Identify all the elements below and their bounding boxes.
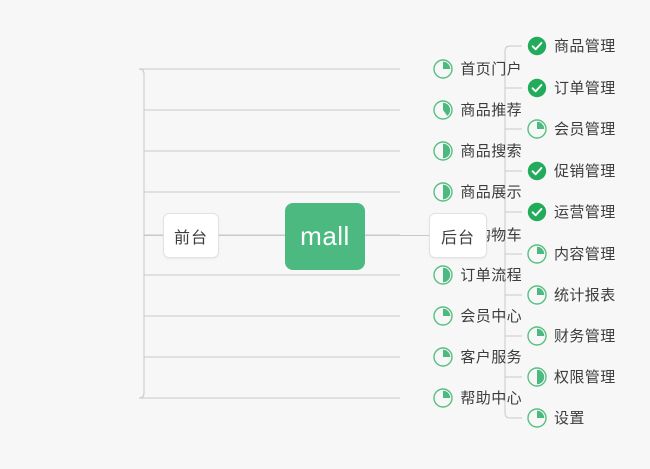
backend-item-7[interactable]: 统计报表 xyxy=(527,281,616,309)
left-item-label: 会员中心 xyxy=(460,307,522,325)
pie-progress-icon xyxy=(433,182,454,202)
root-node-label: mall xyxy=(300,221,350,251)
right-item-label: 促销管理 xyxy=(554,162,616,180)
right-item-label: 权限管理 xyxy=(554,368,616,386)
left-item-label: 客户服务 xyxy=(460,348,522,366)
pie-progress-icon xyxy=(433,306,454,326)
right-item-label: 统计报表 xyxy=(554,286,616,304)
left-item-label: 商品搜索 xyxy=(460,142,522,160)
left-item-label: 订单流程 xyxy=(460,266,522,284)
right-item-label: 订单管理 xyxy=(554,79,616,97)
pie-progress-icon xyxy=(433,388,454,408)
left-item-label: 商品推荐 xyxy=(460,101,522,119)
backend-item-2[interactable]: 订单管理 xyxy=(527,74,616,102)
pie-progress-icon xyxy=(527,367,547,387)
left-item-label: 首页门户 xyxy=(460,60,522,78)
frontend-item-1[interactable]: 首页门户 xyxy=(433,55,522,83)
backend-item-5[interactable]: 运营管理 xyxy=(527,198,616,226)
frontend-item-6[interactable]: 订单流程 xyxy=(433,261,522,289)
frontend-item-2[interactable]: 商品推荐 xyxy=(433,96,522,124)
frontend-node[interactable]: 前台 xyxy=(163,213,219,258)
frontend-item-8[interactable]: 客户服务 xyxy=(433,343,522,371)
right-item-label: 运营管理 xyxy=(554,203,616,221)
backend-item-8[interactable]: 财务管理 xyxy=(527,322,616,350)
pie-progress-icon xyxy=(433,100,454,120)
pie-progress-icon xyxy=(433,265,454,285)
pie-progress-icon xyxy=(527,408,547,428)
frontend-node-label: 前台 xyxy=(173,229,208,247)
backend-item-9[interactable]: 权限管理 xyxy=(527,363,616,391)
left-item-label: 帮助中心 xyxy=(460,389,522,407)
backend-item-10[interactable]: 设置 xyxy=(527,404,585,432)
root-node[interactable]: mall xyxy=(285,203,365,270)
pie-progress-icon xyxy=(433,141,454,161)
pie-progress-icon xyxy=(433,347,454,367)
backend-node-label: 后台 xyxy=(440,229,475,247)
right-item-label: 商品管理 xyxy=(554,37,616,55)
check-circle-icon xyxy=(527,161,547,181)
left-item-label: 购物车 xyxy=(475,226,522,244)
check-circle-icon xyxy=(527,78,547,98)
right-item-label: 会员管理 xyxy=(554,120,616,138)
backend-item-6[interactable]: 内容管理 xyxy=(527,240,616,268)
frontend-item-4[interactable]: 商品展示 xyxy=(433,178,522,206)
frontend-item-9[interactable]: 帮助中心 xyxy=(433,384,522,412)
pie-progress-icon xyxy=(527,285,547,305)
backend-item-3[interactable]: 会员管理 xyxy=(527,115,616,143)
check-circle-icon xyxy=(527,36,547,56)
frontend-item-7[interactable]: 会员中心 xyxy=(433,302,522,330)
pie-progress-icon xyxy=(527,326,547,346)
left-item-label: 商品展示 xyxy=(460,183,522,201)
backend-item-4[interactable]: 促销管理 xyxy=(527,157,616,185)
pie-progress-icon xyxy=(433,59,454,79)
check-circle-icon xyxy=(527,202,547,222)
right-item-label: 设置 xyxy=(554,409,585,427)
pie-progress-icon xyxy=(527,244,547,264)
right-item-label: 内容管理 xyxy=(554,245,616,263)
backend-item-1[interactable]: 商品管理 xyxy=(527,32,616,60)
backend-node[interactable]: 后台 xyxy=(429,213,487,258)
pie-progress-icon xyxy=(527,119,547,139)
frontend-item-3[interactable]: 商品搜索 xyxy=(433,137,522,165)
right-item-label: 财务管理 xyxy=(554,327,616,345)
